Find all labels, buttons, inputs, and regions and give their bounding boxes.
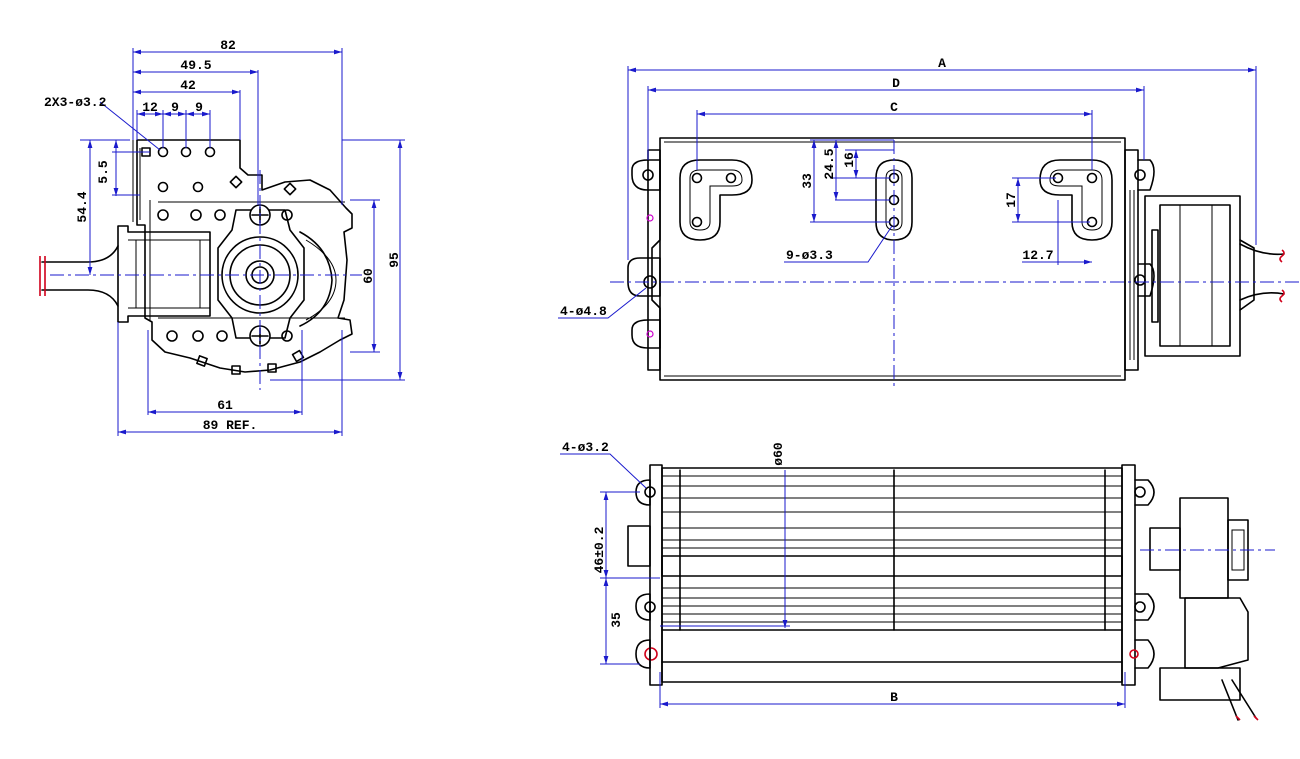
dim-dia-60: ø60 <box>771 442 786 466</box>
front-centerlines <box>50 170 362 390</box>
dim-61: 61 <box>217 398 233 413</box>
mount-holes-front <box>141 146 305 375</box>
front-dimension-labels: 82 49.5 42 12 9 9 2X3-ø3.2 5.5 54.4 60 9… <box>44 38 402 433</box>
side-dimension-labels: 4-ø3.2 ø60 46±0.2 35 B <box>562 440 898 705</box>
dim-9a: 9 <box>171 100 179 115</box>
top-centerlines <box>610 140 1300 390</box>
dim-slot-holes: 9-ø3.3 <box>786 248 833 263</box>
dim-mount-holes-top: 4-ø4.8 <box>560 304 607 319</box>
dim-35: 35 <box>609 612 624 628</box>
mounting-slots <box>679 159 1113 241</box>
dim-A: A <box>938 56 946 71</box>
mounting-plate <box>132 139 353 373</box>
dim-89-ref: 89 REF. <box>203 418 258 433</box>
housing-top <box>627 137 1285 381</box>
dim-hole-spec-side: 4-ø3.2 <box>562 440 609 455</box>
top-view: A D C 33 24.5 16 17 12.7 9-ø3.3 4-ø4.8 <box>558 56 1300 390</box>
dim-49-5: 49.5 <box>180 58 211 73</box>
housing-side <box>627 464 1259 721</box>
dim-17: 17 <box>1004 192 1019 208</box>
front-view: 82 49.5 42 12 9 9 2X3-ø3.2 5.5 54.4 60 9… <box>39 38 405 436</box>
front-dimensions <box>80 48 405 436</box>
dim-B: B <box>890 690 898 705</box>
dim-D: D <box>892 76 900 91</box>
dim-95: 95 <box>387 252 402 268</box>
top-dimensions <box>558 66 1257 319</box>
dim-42: 42 <box>180 78 196 93</box>
dim-54-4: 54.4 <box>75 191 90 222</box>
dim-60: 60 <box>361 268 376 284</box>
lead-wires-front <box>39 245 119 307</box>
dim-9b: 9 <box>195 100 203 115</box>
dim-C: C <box>890 100 898 115</box>
dim-5-5: 5.5 <box>96 160 111 184</box>
dim-hole-spec: 2X3-ø3.2 <box>44 95 107 110</box>
dim-33: 33 <box>800 173 815 189</box>
dim-12: 12 <box>142 100 158 115</box>
top-dimension-labels: A D C 33 24.5 16 17 12.7 9-ø3.3 4-ø4.8 <box>560 56 1054 319</box>
dim-82: 82 <box>220 38 236 53</box>
dim-24-5: 24.5 <box>822 148 837 179</box>
side-view: 4-ø3.2 ø60 46±0.2 35 B <box>560 440 1275 721</box>
dim-46: 46±0.2 <box>592 526 607 573</box>
side-dimensions <box>560 453 1126 708</box>
dim-12-7: 12.7 <box>1022 248 1053 263</box>
dim-16: 16 <box>842 152 857 168</box>
